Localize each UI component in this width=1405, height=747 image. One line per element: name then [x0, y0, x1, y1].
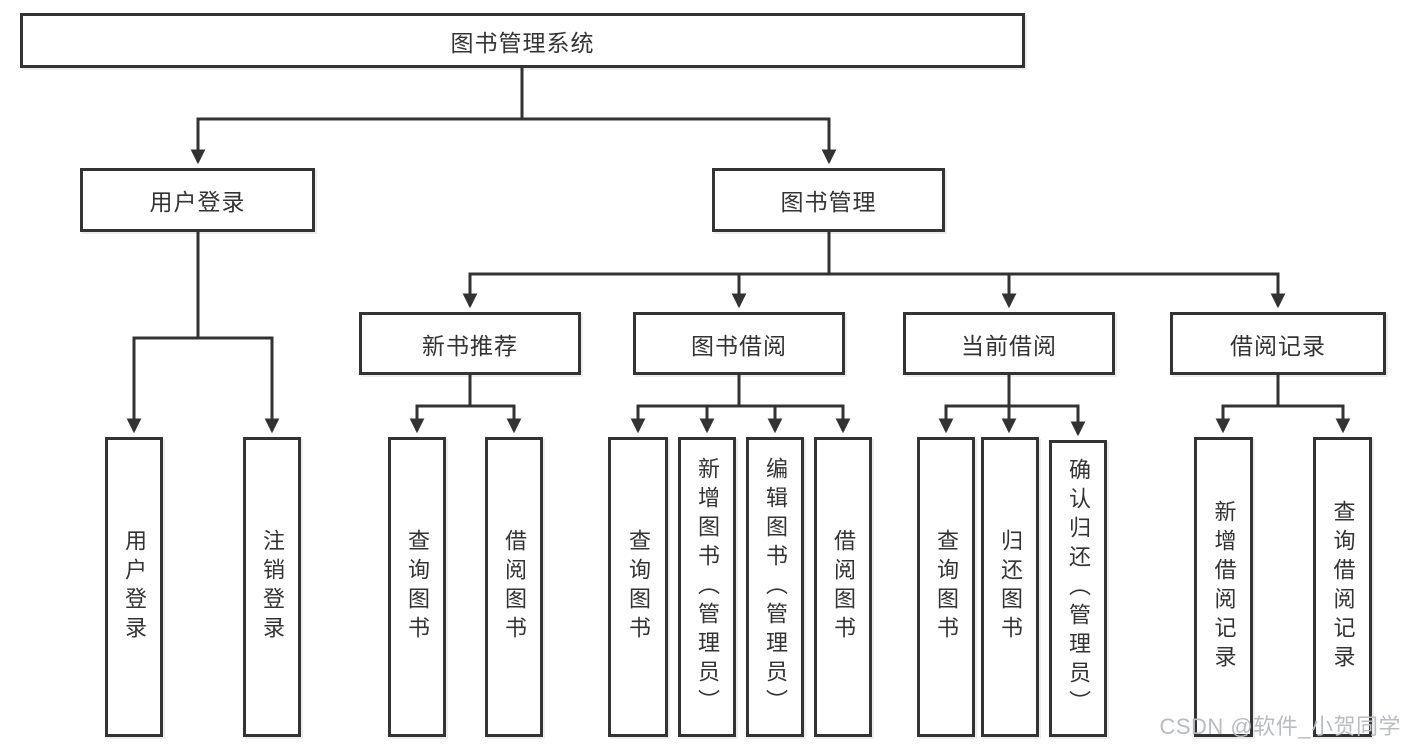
leaf-label: 借阅图书: [502, 529, 527, 645]
leaf-borrowing-edit-books-admin: 编辑图书（管理员）: [746, 437, 804, 737]
leaf-user-login: 用户登录: [105, 437, 163, 737]
node-current-borrowing: 当前借阅: [903, 312, 1115, 375]
leaf-recommend-borrow-books: 借阅图书: [485, 437, 543, 737]
trunk-borrowing-records: [1221, 375, 1345, 408]
trunk-book-management: [468, 232, 1280, 276]
node-new-book-recommend: 新书推荐: [359, 312, 581, 375]
leaf-label: 查询借阅记录: [1330, 500, 1356, 674]
leaf-label: 新增图书（管理员）: [695, 456, 720, 718]
leaf-label: 查询图书: [934, 529, 959, 645]
node-root-library-management-system: 图书管理系统: [20, 13, 1025, 68]
leaf-current-query-books: 查询图书: [917, 437, 975, 737]
leaf-borrowing-borrow-books: 借阅图书: [814, 437, 872, 737]
trunk-current-borrowing: [944, 375, 1080, 408]
trunk-root: [196, 68, 831, 121]
leaf-label: 归还图书: [998, 529, 1023, 645]
node-label: 图书管理: [780, 189, 877, 215]
node-label: 用户登录: [149, 189, 246, 215]
leaf-borrowing-add-books-admin: 新增图书（管理员）: [678, 437, 736, 737]
node-borrowing-records: 借阅记录: [1170, 312, 1386, 375]
leaf-recommend-query-books: 查询图书: [388, 437, 446, 737]
node-label: 借阅记录: [1230, 332, 1326, 359]
leaf-label: 查询图书: [405, 529, 430, 645]
leaf-records-query-borrow-record: 查询借阅记录: [1313, 437, 1372, 737]
node-label: 当前借阅: [961, 332, 1057, 359]
csdn-watermark: CSDN @软件_小贺同学: [1159, 714, 1401, 739]
node-user-login: 用户登录: [80, 168, 315, 232]
node-label: 图书管理系统: [450, 29, 595, 56]
leaf-records-add-borrow-record: 新增借阅记录: [1194, 437, 1253, 737]
leaf-label: 注销登录: [260, 529, 285, 645]
leaf-current-return-books: 归还图书: [981, 437, 1039, 737]
leaf-label: 借阅图书: [831, 529, 856, 645]
node-book-management: 图书管理: [712, 168, 945, 232]
leaf-label: 确认归还（管理员）: [1066, 458, 1091, 719]
leaf-current-confirm-return-admin: 确认归还（管理员）: [1049, 440, 1107, 737]
node-label: 图书借阅: [691, 332, 787, 359]
leaf-label: 新增借阅记录: [1211, 500, 1237, 674]
trunk-user-login: [132, 232, 274, 340]
trunk-new-book-recommend: [415, 375, 516, 408]
leaf-label: 用户登录: [122, 529, 147, 645]
node-label: 新书推荐: [422, 332, 518, 359]
leaf-logout-login: 注销登录: [243, 437, 301, 737]
leaf-label: 编辑图书（管理员）: [763, 456, 788, 718]
trunk-book-borrowing: [636, 375, 845, 408]
leaf-label: 查询图书: [626, 529, 651, 645]
leaf-borrowing-query-books: 查询图书: [608, 437, 668, 737]
node-book-borrowing: 图书借阅: [633, 312, 845, 375]
